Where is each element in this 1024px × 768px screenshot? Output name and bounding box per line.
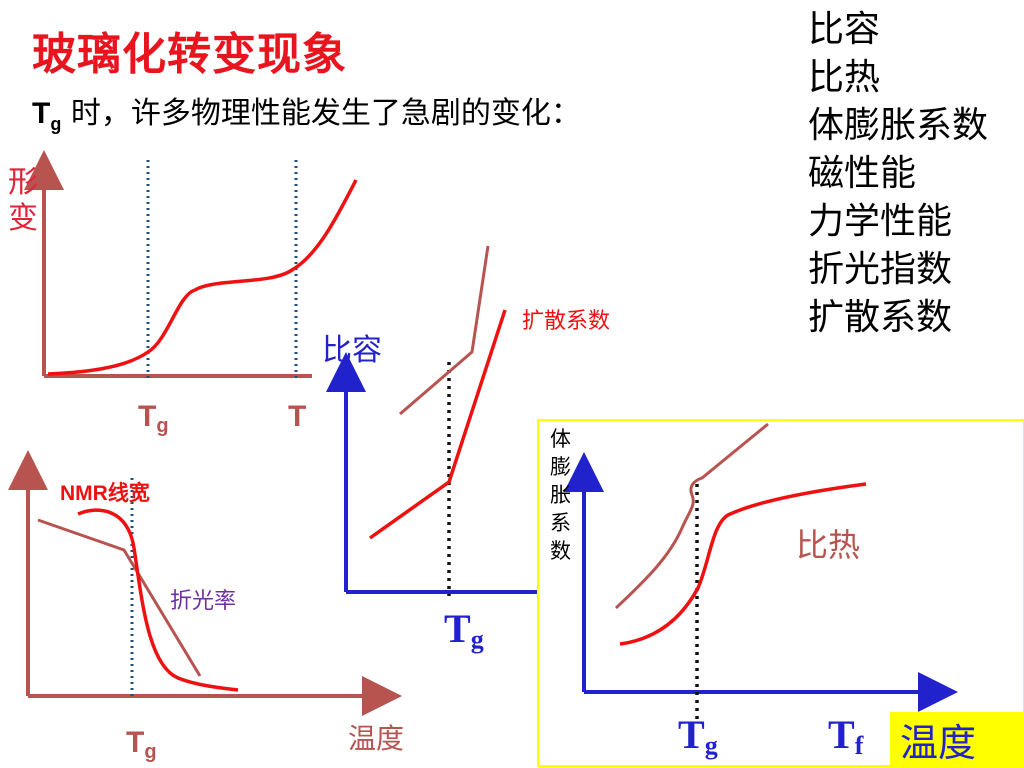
panel-volume: 比容 扩散系数 Tg <box>322 245 610 654</box>
tg-label: Tg <box>444 606 484 654</box>
tg-subscript: g <box>156 415 168 437</box>
panel-deformation: 形 变 Tg T <box>8 150 358 437</box>
x-axis-label: 温度 <box>348 723 404 755</box>
nmr-label: NMR线宽 <box>60 481 150 505</box>
nmr-linewidth-curve <box>77 508 239 692</box>
property-item: 扩散系数 <box>808 297 953 338</box>
tg-symbol: Tg <box>32 97 61 134</box>
refractive-index-label: 折光率 <box>170 588 236 613</box>
expansion-curve <box>614 422 769 610</box>
tg-subscript: g <box>705 731 718 760</box>
tg-letter: T <box>444 606 471 651</box>
tf-letter: T <box>828 712 855 757</box>
tg-label: Tg <box>138 400 169 437</box>
specific-heat-curve <box>619 482 867 646</box>
panel-nmr: NMR线宽 折光率 Tg 温度 <box>8 450 404 763</box>
temperature-highlight <box>890 712 1024 768</box>
tf-label: Tf <box>828 712 864 760</box>
tg-subscript: g <box>144 741 156 763</box>
subtitle-text: 时，许多物理性能发生了急剧的变化： <box>61 96 581 131</box>
y-axis-label-1: 体 <box>550 427 571 451</box>
tg-subscript: g <box>471 625 484 654</box>
tg-subscript: g <box>50 114 62 134</box>
property-item: 折光指数 <box>808 249 953 290</box>
diffusion-curve <box>368 309 507 540</box>
subtitle: Tg 时，许多物理性能发生了急剧的变化： <box>32 88 581 135</box>
y-axis-label-2: 膨 <box>550 455 571 479</box>
specific-volume-curve <box>399 245 490 416</box>
specific-heat-label: 比热 <box>796 527 860 563</box>
y-axis-label-5: 数 <box>550 539 571 563</box>
property-item: 比热 <box>808 57 881 98</box>
diffusion-label: 扩散系数 <box>522 308 610 333</box>
refractive-index-curve <box>37 518 202 677</box>
property-list: 比容 比热 体膨胀系数 磁性能 力学性能 折光指数 扩散系数 <box>808 6 988 342</box>
tg-label: Tg <box>126 726 157 763</box>
tf-subscript: f <box>855 731 864 760</box>
tg-letter: T <box>678 712 705 757</box>
y-axis-label-1: 形 <box>8 166 38 199</box>
t-label: T <box>288 400 306 433</box>
tg-label: Tg <box>678 712 718 760</box>
property-item: 比容 <box>808 9 881 50</box>
x-axis-label: 温度 <box>900 723 976 765</box>
tg-letter: T <box>126 726 144 759</box>
tg-letter: T <box>138 400 156 433</box>
property-item: 体膨胀系数 <box>808 105 989 146</box>
property-item: 力学性能 <box>808 201 953 242</box>
y-axis-label-3: 胀 <box>550 483 571 507</box>
y-axis-label-4: 系 <box>550 511 571 535</box>
y-axis-label-2: 变 <box>8 202 38 235</box>
tg-letter: T <box>32 97 51 130</box>
y-axis-label: 比容 <box>322 334 382 367</box>
property-item: 磁性能 <box>808 153 917 194</box>
deformation-curve <box>47 179 358 376</box>
page-title: 玻璃化转变现象 <box>32 29 347 80</box>
panel-expansion: 体 膨 胀 系 数 比热 Tg Tf 温度 <box>537 419 1024 768</box>
